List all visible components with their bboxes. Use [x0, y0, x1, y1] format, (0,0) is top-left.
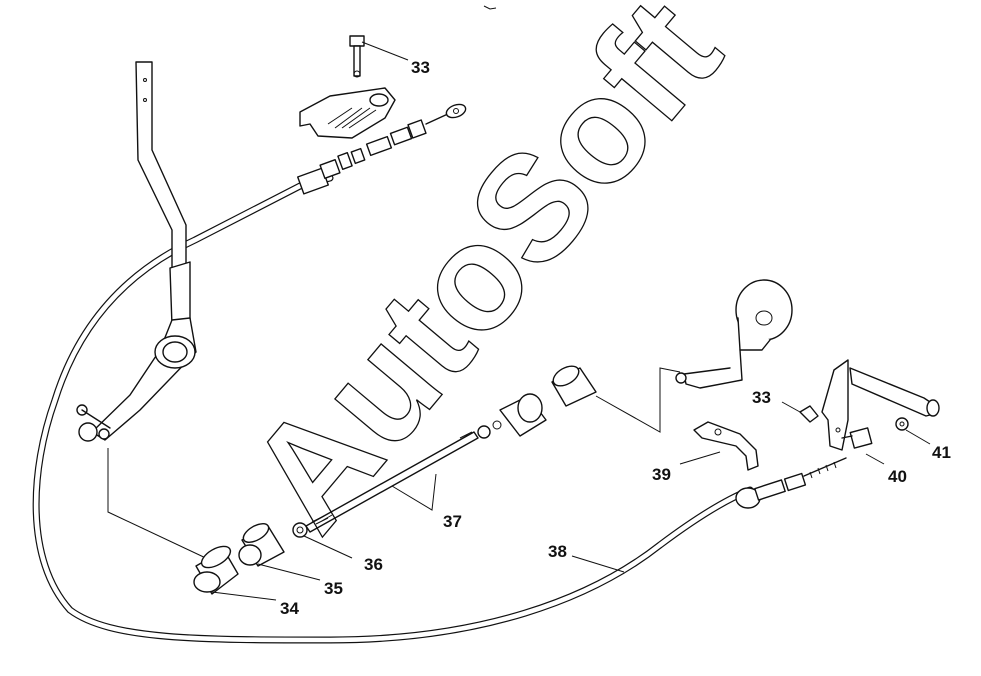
part-34-bush [193, 545, 239, 595]
lower-cable-end [735, 457, 847, 509]
top-mark [483, 5, 497, 10]
callout-36: 36 [364, 555, 383, 574]
leader-bush-lever [595, 367, 681, 433]
leader-arm-34 [107, 448, 211, 561]
callout-33-upper: 33 [411, 58, 430, 77]
shift-arm [76, 317, 197, 442]
callout-35: 35 [324, 579, 343, 598]
cable-38 [32, 174, 754, 644]
part-41-nut [895, 417, 909, 431]
callout-39: 39 [652, 465, 671, 484]
part-33-pin [349, 35, 365, 78]
callout-41: 41 [932, 443, 951, 462]
rod-end-bush [492, 393, 547, 437]
part-39-bracket [693, 421, 759, 471]
callout-34: 34 [280, 599, 299, 618]
part-35-bush [238, 523, 285, 567]
callouts: 33 34 35 36 37 38 39 33 40 41 [280, 58, 951, 618]
leader-lines [211, 41, 931, 601]
right-bracket [821, 359, 940, 451]
callout-33-lower: 33 [752, 388, 771, 407]
upper-bush [551, 365, 597, 407]
watermark-text: AutoSoft [216, 0, 752, 561]
part-36-washer [292, 522, 308, 538]
selector-plate [299, 87, 396, 139]
callout-38: 38 [548, 542, 567, 561]
gearbox-lever [675, 279, 793, 389]
gear-lever [135, 61, 191, 327]
upper-cable-fittings [297, 103, 467, 195]
callout-40: 40 [888, 467, 907, 486]
part-37-rod [305, 425, 491, 533]
part-40-block [841, 427, 873, 449]
callout-37: 37 [443, 512, 462, 531]
part-33-clip [799, 405, 819, 423]
